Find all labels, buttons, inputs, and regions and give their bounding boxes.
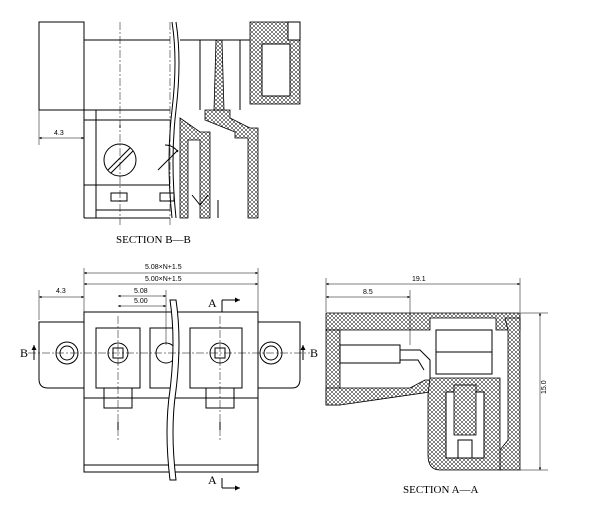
dim-19-1: 19.1 xyxy=(412,276,426,283)
dim-pitch-500: 5.00 xyxy=(134,298,148,305)
dim-pitch-508: 5.08 xyxy=(134,288,148,295)
section-bb-caption: SECTION B—B xyxy=(116,234,191,246)
section-marker-b-right: B xyxy=(310,346,318,360)
dim-4-3-front: 4.3 xyxy=(56,288,66,295)
dim-overall-500: 5.00×N+1.5 xyxy=(145,276,182,283)
dim-overall-508: 5.08×N+1.5 xyxy=(145,264,182,271)
section-marker-a-top: A xyxy=(208,296,217,310)
section-marker-a-bottom: A xyxy=(208,473,217,487)
section-bb-view: 4.3 SECTION B—B xyxy=(38,21,301,246)
dim-8-5: 8.5 xyxy=(363,289,373,296)
front-view: 5.08×N+1.5 5.00×N+1.5 4.3 5.08 5.00 A A … xyxy=(20,264,318,491)
dim-15-0: 15.0 xyxy=(541,380,548,394)
section-aa-caption: SECTION A—A xyxy=(403,484,479,496)
section-marker-b-left: B xyxy=(20,346,28,360)
dim-4-3-bb: 4.3 xyxy=(54,130,64,137)
section-aa-view: 19.1 8.5 15.0 SECTION A—A xyxy=(325,276,548,496)
